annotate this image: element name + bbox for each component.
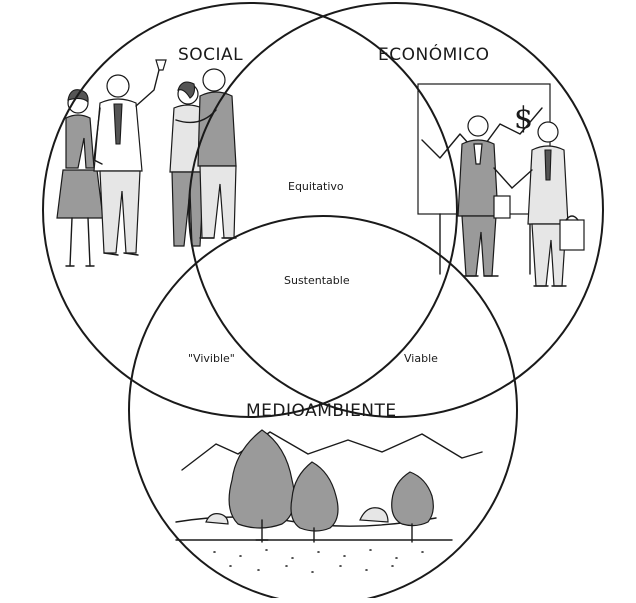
business-handshake-illustration: $: [417, 83, 585, 287]
forest-landscape-illustration: [175, 429, 483, 573]
social-title: SOCIAL: [178, 45, 243, 65]
economic-title: ECONÓMICO: [378, 43, 490, 65]
social-circle: [42, 2, 458, 418]
livable-label: "Vivible": [188, 352, 235, 365]
environment-circle: [128, 215, 518, 603]
sustainable-label: Sustentable: [284, 274, 350, 287]
people-group-illustration: [56, 59, 237, 267]
viable-label: Viable: [404, 352, 438, 365]
equitable-label: Equitativo: [288, 180, 344, 193]
economic-circle: [188, 2, 604, 418]
environment-title: MEDIOAMBIENTE: [246, 401, 397, 421]
dollar-sign-icon: $: [514, 101, 533, 136]
